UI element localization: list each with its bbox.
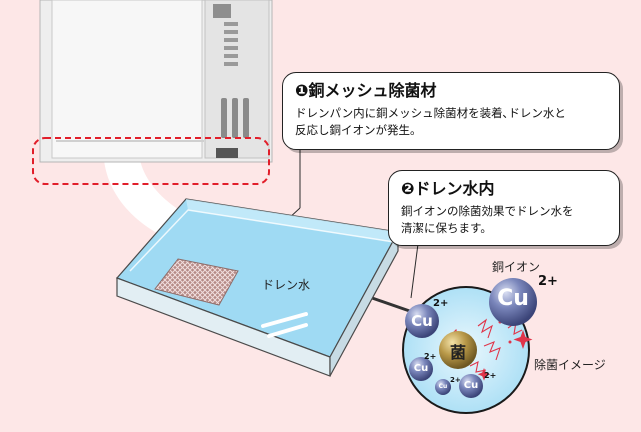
- copper-ion-small: [435, 379, 451, 395]
- copper-ion: [405, 304, 439, 338]
- callout-copper-mesh: ❶銅メッシュ除菌材 ドレンパン内に銅メッシュ除菌材を装着､ドレン水と 反応し銅イ…: [282, 72, 620, 150]
- charge-label: 2+: [433, 298, 449, 309]
- sterilize-image-label: 除菌イメージ: [534, 358, 606, 372]
- copper-ion-large: [489, 278, 537, 326]
- callout-drain-water-text-line2: 清潔に保ちます。: [401, 221, 492, 235]
- charge-label: 2+: [450, 376, 461, 384]
- air-conditioner-unit: [39, 0, 273, 163]
- copper-mesh-plate: [154, 258, 239, 306]
- germ-sphere: [439, 331, 477, 369]
- copper-ion-small: [459, 374, 483, 398]
- cu-label: Cu: [497, 286, 529, 311]
- callout-drain-water-text-line1: 銅イオンの除菌効果でドレン水を: [401, 204, 574, 218]
- cu-label: Cu: [438, 383, 448, 390]
- callout-copper-mesh-text-line1: ドレンパン内に銅メッシュ除菌材を装着､ドレン水と: [295, 106, 566, 120]
- drain-pan: [115, 198, 399, 377]
- cu-label: Cu: [411, 312, 433, 330]
- callout-copper-mesh-title: ❶銅メッシュ除菌材: [295, 81, 437, 100]
- copper-ion-label: 銅イオン: [492, 260, 541, 274]
- drain-water-label: ドレン水: [262, 278, 311, 292]
- charge-label: 2+: [484, 371, 497, 380]
- drain-pan-highlight: [32, 137, 270, 185]
- callout-drain-water: ❷ドレン水内 銅イオンの除菌効果でドレン水を 清潔に保ちます。: [388, 170, 620, 246]
- cu-label: Cu: [413, 363, 429, 374]
- copper-ion-small: [409, 357, 433, 381]
- callout-copper-mesh-text-line2: 反応し銅イオンが発生。: [295, 123, 422, 137]
- callout-drain-water-title: ❷ドレン水内: [401, 179, 495, 198]
- germ-label: 菌: [449, 343, 466, 362]
- charge-label: 2+: [424, 352, 437, 361]
- charge-label: 2+: [538, 274, 558, 289]
- cu-label: Cu: [463, 380, 479, 391]
